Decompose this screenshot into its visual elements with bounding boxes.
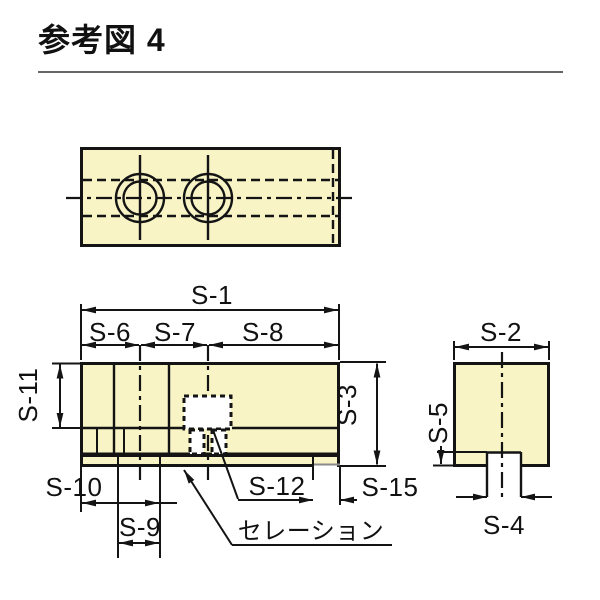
s8-label: S-8 <box>242 317 284 347</box>
s9-label: S-9 <box>119 512 161 542</box>
dimensions-top: S-1 S-6 S-7 S-8 <box>80 280 340 360</box>
serration-callout: セレーション <box>183 469 392 546</box>
serration-label: セレーション <box>238 518 385 545</box>
s6-label: S-6 <box>89 317 131 347</box>
s15-label: S-15 <box>362 472 419 502</box>
serration-leader-line <box>183 469 233 546</box>
s7-label: S-7 <box>154 317 196 347</box>
dimensions-vertical: S-11 S-3 <box>13 361 386 467</box>
page-title: 参考図 4 <box>38 22 166 58</box>
dimensions-side-view: S-2 S-5 S-4 <box>423 317 552 540</box>
s12-leader-line <box>212 429 239 500</box>
bolt-hole-left <box>114 155 166 240</box>
groove-fill <box>488 453 520 466</box>
s12-label: S-12 <box>249 471 306 501</box>
top-view <box>66 147 354 247</box>
serrated-slot-left <box>188 428 206 456</box>
side-view <box>453 352 550 500</box>
s3-label: S-3 <box>332 384 362 426</box>
dimensions-bottom-right: S-15 <box>296 467 418 505</box>
s10-label: S-10 <box>46 472 103 502</box>
s11-label: S-11 <box>13 368 43 423</box>
s5-label: S-5 <box>423 402 453 444</box>
s1-label: S-1 <box>191 280 233 310</box>
serration-strip-line <box>81 452 339 457</box>
serrated-pocket <box>182 394 233 431</box>
s4-label: S-4 <box>483 510 525 540</box>
front-view <box>80 345 340 558</box>
dimensions-bottom-left: S-10 S-9 <box>46 472 177 547</box>
s2-label: S-2 <box>480 317 522 347</box>
s12-callout: S-12 <box>212 429 312 501</box>
bolt-hole-right <box>182 155 234 240</box>
